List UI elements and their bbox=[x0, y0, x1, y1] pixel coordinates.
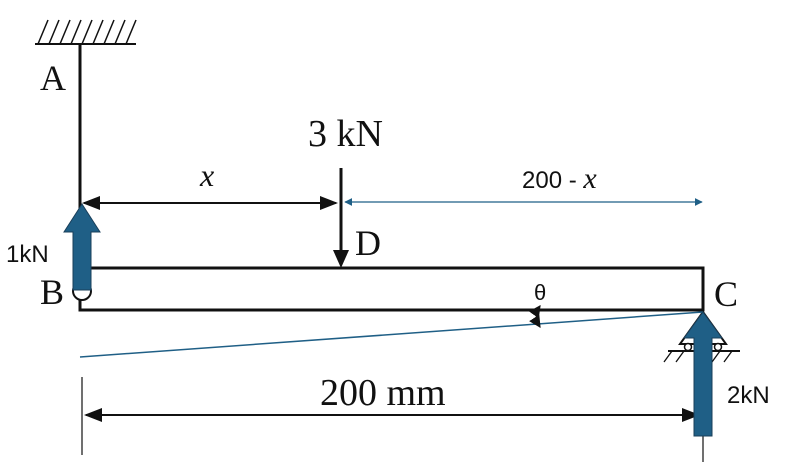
label-load: 3 kN bbox=[308, 113, 383, 155]
label-dim-200mm: 200 mm bbox=[320, 372, 446, 414]
angle-arc-icon bbox=[528, 305, 541, 329]
label-c: C bbox=[714, 274, 738, 314]
label-dim-200-minus-x: 200 - x bbox=[522, 162, 597, 195]
deflection-line bbox=[79, 311, 704, 358]
reaction-b-arrow bbox=[63, 203, 101, 291]
label-a: A bbox=[40, 58, 66, 98]
applied-load-arrow bbox=[333, 168, 349, 268]
beam-bc bbox=[78, 266, 705, 312]
reaction-c-arrow bbox=[683, 311, 723, 437]
label-theta: θ bbox=[534, 280, 546, 305]
label-reaction-b: 1kN bbox=[6, 241, 49, 268]
label-dim-x: x bbox=[199, 157, 214, 193]
dimension-x bbox=[82, 196, 338, 210]
label-b: B bbox=[40, 272, 64, 312]
label-d: D bbox=[355, 223, 381, 263]
ceiling-support bbox=[35, 19, 137, 45]
label-reaction-c: 2kN bbox=[727, 382, 770, 409]
